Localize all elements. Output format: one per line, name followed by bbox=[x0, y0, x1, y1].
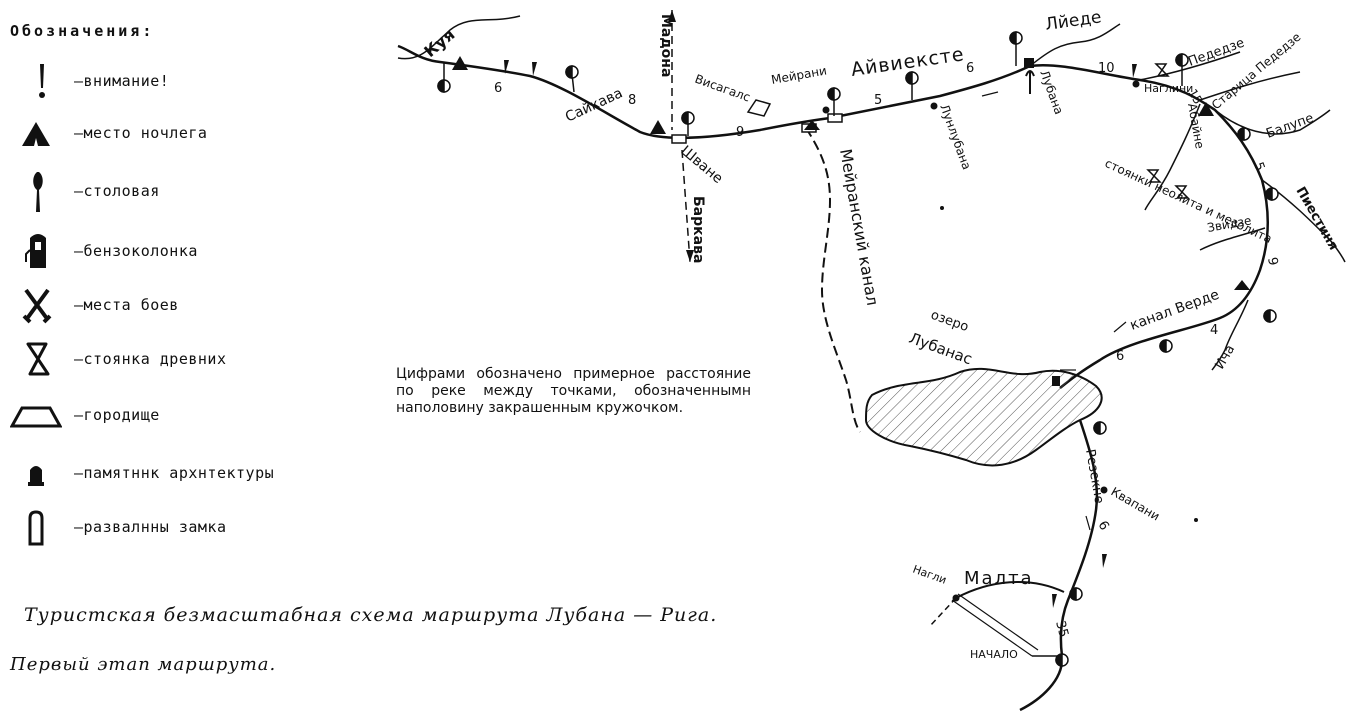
label-balupe: Балупе bbox=[1264, 111, 1316, 142]
legend-label: —бензоколонка bbox=[74, 242, 198, 260]
architecture-monument-icon bbox=[28, 466, 44, 486]
legend-label: —места боев bbox=[74, 296, 179, 314]
svg-text:35: 35 bbox=[1052, 619, 1071, 639]
label-nagli: Нагли bbox=[911, 563, 948, 587]
distance-markers bbox=[437, 31, 1279, 667]
monument-marker bbox=[1052, 376, 1060, 386]
label-visagals: Висагалс bbox=[693, 72, 752, 105]
attention-marks bbox=[504, 60, 1137, 608]
label-rezekne: Резекне bbox=[1082, 448, 1106, 505]
camp-tent-icon bbox=[22, 122, 50, 146]
legend-item-canteen: —столовая bbox=[0, 172, 340, 212]
icha-river bbox=[1211, 299, 1249, 371]
hillfort-icon bbox=[10, 406, 62, 428]
legend-title: Обозначения: bbox=[10, 22, 155, 40]
label-ozero: озеро bbox=[929, 308, 971, 335]
legend-label: —внимание! bbox=[74, 72, 170, 90]
label-naglini: Наглини bbox=[1144, 82, 1193, 95]
label-pededze: Педедзе bbox=[1186, 36, 1246, 70]
balupe-river bbox=[1214, 109, 1331, 135]
svg-text:15: 15 bbox=[1185, 87, 1205, 107]
label-nachalo: НАЧАЛО bbox=[970, 648, 1018, 661]
crossed-swords-icon bbox=[22, 288, 52, 324]
label-icha: Ича bbox=[1212, 343, 1238, 372]
castle-ruins-icon bbox=[28, 510, 44, 546]
town-dots bbox=[822, 80, 1198, 602]
label-kuja: Куя bbox=[420, 25, 458, 61]
label-piestina: Пиестиня bbox=[1293, 185, 1341, 254]
ancient-site-icon bbox=[26, 342, 50, 376]
svg-text:8: 8 bbox=[628, 93, 636, 108]
map-subtitle: Первый этап маршрута. bbox=[10, 654, 277, 675]
kuja-river bbox=[397, 15, 521, 60]
label-kvapani: Квапани bbox=[1109, 484, 1163, 523]
legend-item-ancient: —стоянка древних bbox=[0, 340, 340, 380]
distance-note: Цифрами обозначено примерное расстояние … bbox=[396, 366, 751, 416]
canteen-icon bbox=[33, 172, 43, 212]
label-madona: Мадона bbox=[658, 14, 674, 77]
map-title: Туристская безмасштабная схема маршрута … bbox=[24, 604, 718, 626]
ancient-site-marks bbox=[1146, 63, 1190, 199]
legend-item-hillfort: —городище bbox=[0, 396, 340, 436]
pededze-river bbox=[1139, 51, 1241, 81]
attention-icon bbox=[39, 64, 45, 98]
svg-text:5: 5 bbox=[874, 93, 882, 108]
svg-text:6: 6 bbox=[494, 81, 502, 96]
piestina-river bbox=[1261, 179, 1346, 263]
legend-item-attention: —внимание! bbox=[0, 62, 340, 102]
label-mejrani: Мейрани bbox=[770, 63, 828, 87]
madona-barkava-road bbox=[671, 10, 691, 263]
legend-label: —столовая bbox=[74, 182, 160, 200]
zvidze-river bbox=[1199, 227, 1266, 251]
malta-river bbox=[955, 581, 1065, 599]
svg-text:4: 4 bbox=[1210, 323, 1218, 338]
legend-label: —развалнны замка bbox=[74, 518, 227, 536]
legend-item-castle: —развалнны замка bbox=[0, 508, 340, 548]
legend-label: —городище bbox=[74, 406, 160, 424]
liede-river bbox=[1029, 23, 1121, 67]
svg-text:6: 6 bbox=[1116, 349, 1124, 364]
gas-station-icon bbox=[25, 234, 46, 268]
svg-text:10: 10 bbox=[1098, 61, 1115, 76]
label-mezolit: стоянки неолита и мезолита bbox=[1103, 156, 1274, 246]
legend-label: —памятннк архнтектуры bbox=[74, 464, 275, 482]
legend-item-gas: —бензоколонка bbox=[0, 232, 340, 272]
svg-text:6: 6 bbox=[1095, 519, 1112, 534]
lake-lubanas bbox=[864, 367, 1103, 467]
legend-label: —стоянка древних bbox=[74, 350, 227, 368]
abaine-river bbox=[1144, 103, 1201, 211]
distance-numbers: 6 8 9 5 6 10 15 5 9 4 6 6 35 bbox=[494, 61, 1280, 639]
label-liede: Лйеде bbox=[1044, 7, 1103, 35]
svg-text:9: 9 bbox=[736, 125, 744, 140]
camp-markers bbox=[452, 56, 1250, 290]
mejranskij-canal bbox=[805, 127, 861, 433]
svg-text:6: 6 bbox=[966, 61, 974, 76]
legend-item-battles: —места боев bbox=[0, 286, 340, 326]
label-lunlubana: Лунлубана bbox=[937, 102, 974, 171]
hillfort-visagals bbox=[746, 99, 772, 117]
legend-item-monument: —памятннк архнтектуры bbox=[0, 454, 340, 494]
label-malta: Малта bbox=[964, 568, 1034, 589]
label-kanal-verde: канал Верде bbox=[1128, 287, 1221, 334]
label-lubana: Лубана bbox=[1037, 68, 1066, 116]
label-mejranskij-canal: Мейранский канал bbox=[836, 147, 882, 307]
legend-item-camp: —место ночлега bbox=[0, 114, 340, 154]
label-barkava: Баркава bbox=[690, 196, 706, 263]
svg-text:9: 9 bbox=[1264, 256, 1280, 267]
legend-label: —место ночлега bbox=[74, 124, 208, 142]
